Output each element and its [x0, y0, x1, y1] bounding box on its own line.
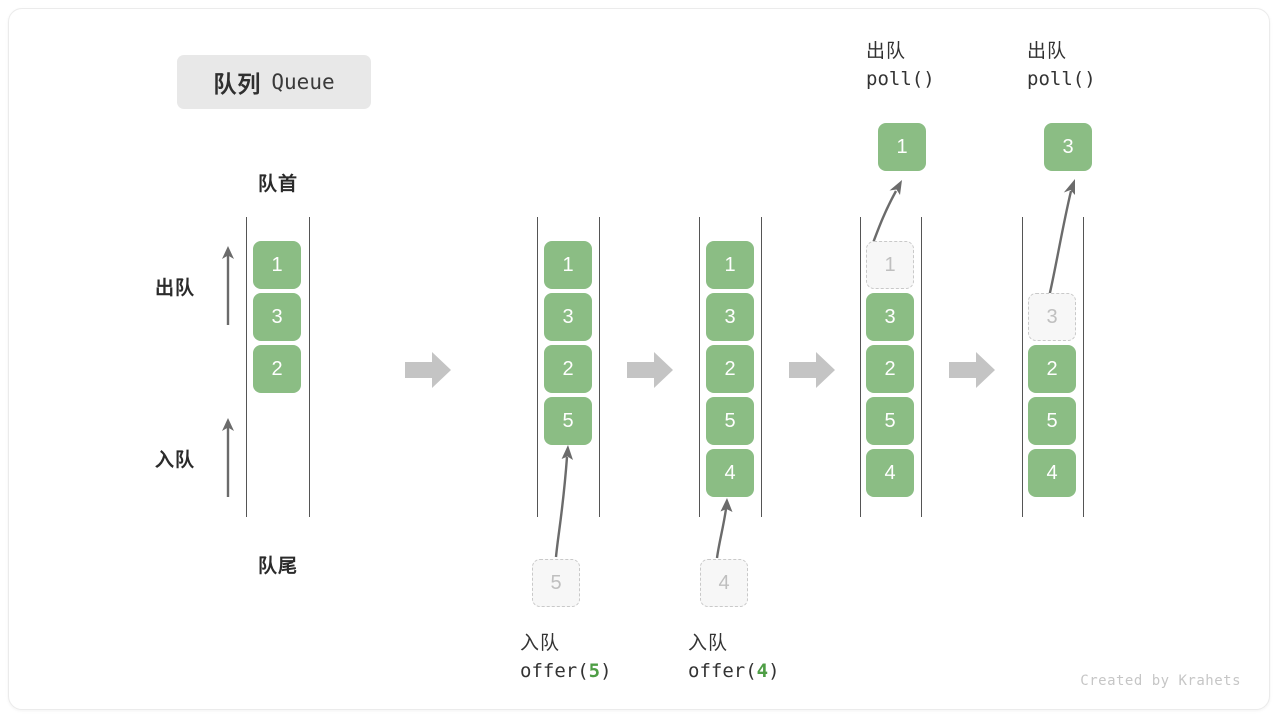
- step-arrow-icon: [627, 352, 673, 388]
- queue-cell: 3: [253, 293, 301, 341]
- queue-cell: 5: [1028, 397, 1076, 445]
- queue-cell: 4: [866, 449, 914, 497]
- caption-offer-5-cn: 入队: [520, 633, 561, 654]
- queue-cell: 2: [1028, 345, 1076, 393]
- caption-poll-1-cn: 出队: [866, 41, 907, 62]
- queue-ghost-cell: 5: [532, 559, 580, 607]
- caption-poll-1: 出队 poll(): [866, 39, 935, 93]
- caption-offer-4: 入队 offer(4): [688, 631, 780, 685]
- caption-offer-4-post: ): [768, 659, 780, 682]
- queue-rail-right-4: [1083, 217, 1084, 517]
- queue-cell-new: 5: [544, 397, 592, 445]
- enqueue-direction-label: 入队: [155, 450, 196, 471]
- step-arrow-icon: [949, 352, 995, 388]
- caption-offer-4-pre: offer(: [688, 659, 757, 682]
- queue-popped-cell: 3: [1044, 123, 1092, 171]
- queue-front-label: 队首: [257, 174, 298, 195]
- caption-offer-4-code: offer(4): [688, 658, 780, 685]
- queue-cell: 1: [253, 241, 301, 289]
- dequeue-direction-label: 出队: [155, 278, 196, 299]
- queue-ghost-cell: 1: [866, 241, 914, 289]
- diagram-title-chip: 队列 Queue: [177, 55, 371, 109]
- queue-cell: 2: [706, 345, 754, 393]
- queue-rail-right-1: [599, 217, 600, 517]
- queue-rail-right-3: [921, 217, 922, 517]
- caption-poll-1-code: poll(): [866, 67, 935, 90]
- queue-rail-right-2: [761, 217, 762, 517]
- queue-cell: 2: [866, 345, 914, 393]
- queue-cell: 3: [866, 293, 914, 341]
- footer-credit: Created by Krahets: [1080, 673, 1241, 689]
- queue-rail-left-2: [699, 217, 700, 517]
- queue-cell: 1: [544, 241, 592, 289]
- caption-offer-5-pre: offer(: [520, 659, 589, 682]
- caption-poll-3-cn: 出队: [1027, 41, 1068, 62]
- caption-offer-5-post: ): [600, 659, 612, 682]
- caption-poll-3-code: poll(): [1027, 67, 1096, 90]
- caption-offer-4-cn: 入队: [688, 633, 729, 654]
- caption-offer-5-arg: 5: [588, 659, 601, 682]
- dequeue-direction-arrow-icon: [222, 246, 234, 325]
- queue-rear-label: 队尾: [257, 556, 298, 577]
- queue-cell: 5: [706, 397, 754, 445]
- enqueue-move-arrow-icon: [715, 498, 733, 559]
- queue-cell: 2: [253, 345, 301, 393]
- diagram-title-cn: 队列: [213, 71, 262, 97]
- step-arrow-icon: [789, 352, 835, 388]
- queue-ghost-cell: 3: [1028, 293, 1076, 341]
- queue-popped-cell: 1: [878, 123, 926, 171]
- diagram-card: 队列 Queue 队首 队尾 出队 入队 1 3 2 1 3 2 5 5 入队 …: [8, 8, 1270, 710]
- caption-poll-3: 出队 poll(): [1027, 39, 1096, 93]
- queue-cell: 1: [706, 241, 754, 289]
- queue-cell: 3: [544, 293, 592, 341]
- queue-rail-left-4: [1022, 217, 1023, 517]
- queue-rail-left-0: [246, 217, 247, 517]
- queue-rail-left-3: [860, 217, 861, 517]
- diagram-title-en: Queue: [271, 70, 335, 94]
- step-arrow-icon: [405, 352, 451, 388]
- caption-offer-5: 入队 offer(5): [520, 631, 612, 685]
- queue-cell: 3: [706, 293, 754, 341]
- enqueue-direction-arrow-icon: [222, 418, 234, 497]
- caption-offer-4-arg: 4: [756, 659, 769, 682]
- queue-cell: 2: [544, 345, 592, 393]
- queue-rail-left-1: [537, 217, 538, 517]
- queue-ghost-cell: 4: [700, 559, 748, 607]
- enqueue-move-arrow-icon: [554, 445, 573, 558]
- queue-cell-new: 4: [706, 449, 754, 497]
- queue-rail-right-0: [309, 217, 310, 517]
- queue-cell: 5: [866, 397, 914, 445]
- dequeue-move-arrow-icon: [871, 180, 902, 244]
- caption-offer-5-code: offer(5): [520, 658, 612, 685]
- queue-cell: 4: [1028, 449, 1076, 497]
- dequeue-move-arrow-icon: [1047, 179, 1075, 298]
